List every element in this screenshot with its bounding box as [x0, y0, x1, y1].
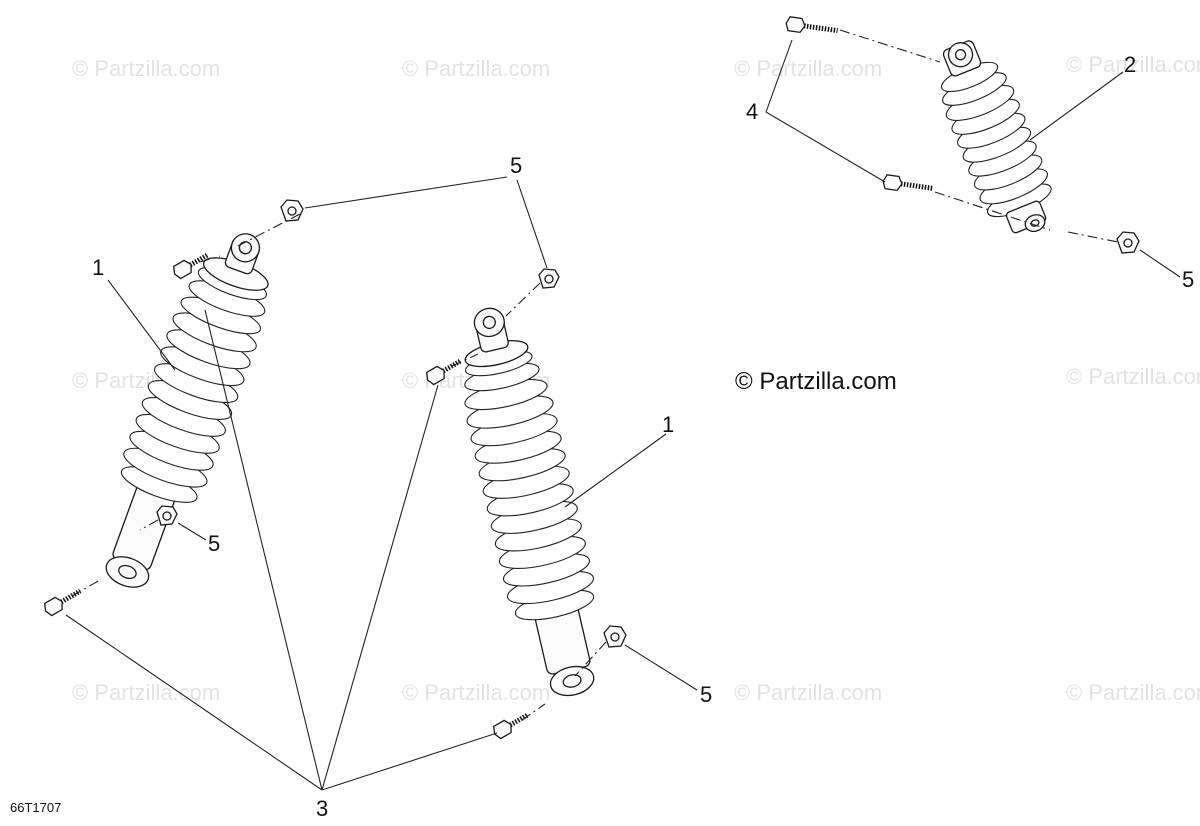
shock-absorber-right	[940, 40, 1052, 234]
callout-5: 5	[208, 531, 220, 556]
bolt	[426, 358, 462, 386]
bolt	[785, 16, 838, 34]
shock-absorber-left	[105, 233, 269, 588]
spring-coils	[464, 350, 595, 621]
spring-coils	[120, 266, 267, 503]
leader-lines	[65, 39, 1181, 791]
bolt	[44, 588, 82, 617]
callout-2: 2	[1124, 52, 1136, 77]
callout-1: 1	[662, 412, 674, 437]
callout-3: 3	[316, 796, 328, 821]
bolt	[173, 252, 209, 280]
watermark: © Partzilla.com	[1066, 52, 1200, 77]
watermark: © Partzilla.com	[72, 680, 220, 705]
watermark: © Partzilla.com	[734, 680, 882, 705]
assembly-lines	[71, 29, 1119, 721]
callout-1: 1	[92, 255, 104, 280]
callout-5: 5	[700, 682, 712, 707]
callout-5: 5	[1182, 267, 1194, 292]
watermark: © Partzilla.com	[734, 56, 882, 81]
bolt	[882, 174, 933, 192]
nut	[156, 505, 178, 526]
callout-4: 4	[746, 99, 758, 124]
watermark: © Partzilla.com	[1066, 680, 1200, 705]
nut	[1116, 231, 1140, 254]
nuts	[156, 199, 1140, 648]
bolt	[493, 712, 529, 740]
watermark: © Partzilla.com	[402, 680, 550, 705]
watermark: © Partzilla.com	[1066, 364, 1200, 389]
watermark: © Partzilla.com	[72, 56, 220, 81]
callout-5: 5	[510, 153, 522, 178]
nut	[603, 625, 627, 648]
callouts: 5 1 1 5 5 3 4 2 5	[92, 52, 1194, 821]
diagram-code: 66T1707	[10, 800, 61, 815]
nut	[538, 268, 560, 289]
copyright-notice: © Partzilla.com	[735, 368, 897, 395]
watermark: © Partzilla.com	[402, 56, 550, 81]
shock-absorber-center	[464, 307, 595, 697]
spring-coils	[940, 61, 1052, 218]
